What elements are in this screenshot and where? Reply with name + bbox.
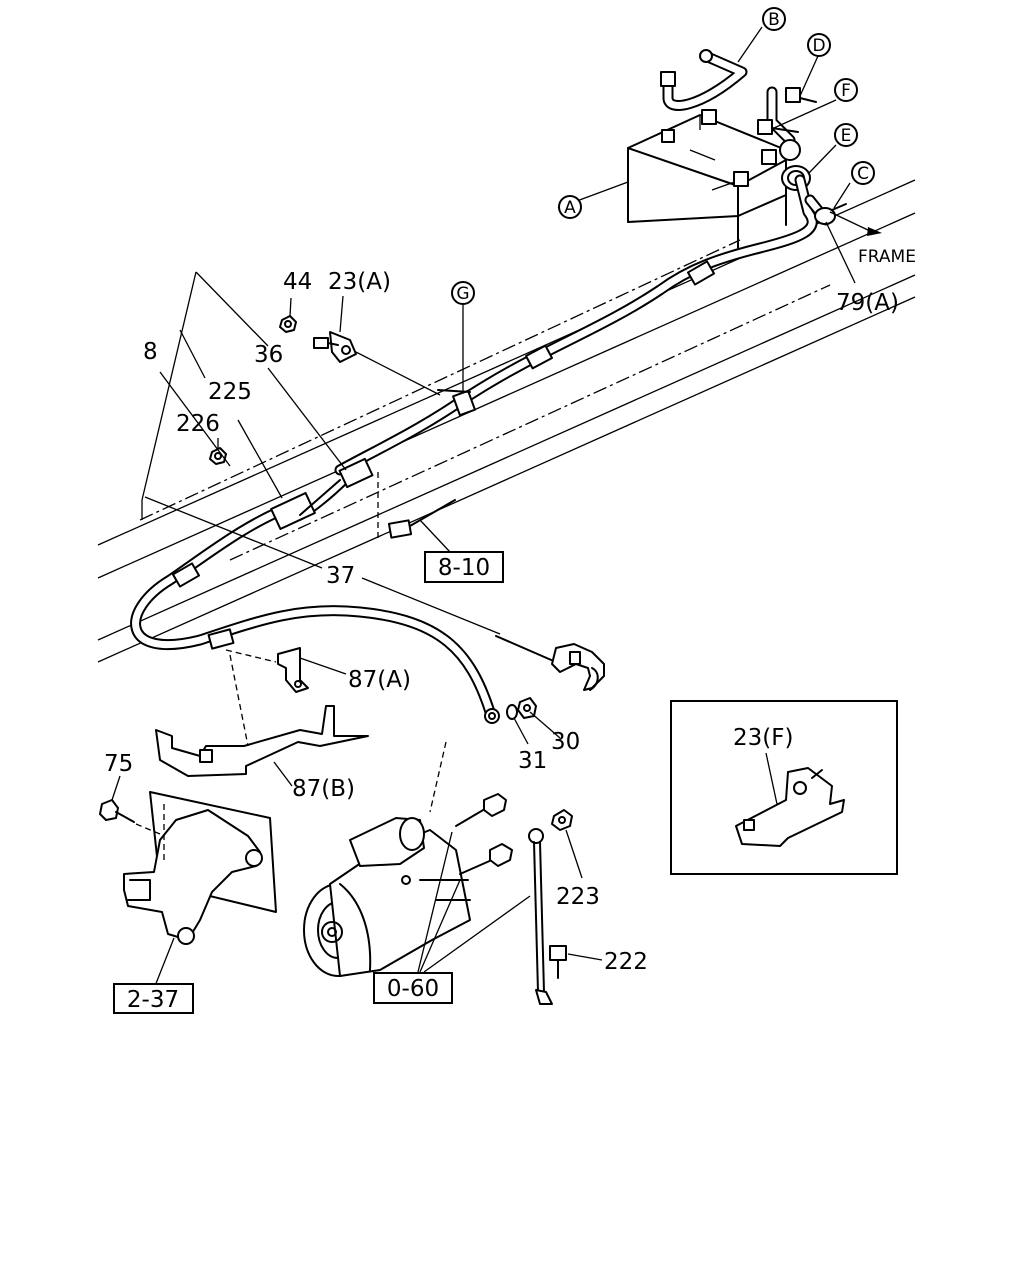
callout-e: E [834,123,858,147]
label-8: 8 [143,339,158,365]
ground-cable-222-223 [528,809,573,1005]
battery-link-cable-b [660,49,748,111]
bracket-2-37 [99,791,277,945]
battery-box [627,109,787,251]
starter-motor [303,741,513,977]
label-30: 30 [551,729,580,755]
label-87b: 87(B) [292,776,355,802]
reference-2-37-text: 2-37 [127,987,179,1013]
reference-0-60: 0-60 [373,972,453,1004]
callout-c-text: C [857,164,869,184]
ground-clip-37 [495,635,605,691]
label-23a: 23(A) [328,269,391,295]
label-226: 226 [176,411,220,437]
label-31: 31 [518,748,547,774]
label-79a: 79(A) [836,290,899,316]
bracket-87b [155,654,369,777]
harness-connectors [270,457,374,530]
label-44: 44 [283,269,312,295]
nut-226 [209,447,227,465]
label-37: 37 [326,563,355,589]
pinion-gear [321,921,343,943]
callout-c: C [851,161,875,185]
callout-g: G [451,281,475,305]
leader-lines [111,26,856,987]
label-223: 223 [556,884,600,910]
clip-g [437,389,476,417]
callout-f-text: F [841,81,851,101]
reference-0-60-text: 0-60 [387,976,439,1002]
bracket-23a [279,315,441,396]
main-battery-cable [130,174,818,724]
label-222: 222 [604,949,648,975]
inset-detail-23f: 23(F) [670,700,898,875]
callout-a-text: A [564,198,576,218]
callout-b: B [762,7,786,31]
reference-8-10: 8-10 [424,551,504,583]
frame-rails [97,179,916,663]
reference-8-10-text: 8-10 [438,555,490,581]
inset-label-23f: 23(F) [733,725,793,751]
label-75: 75 [104,751,133,777]
callout-e-text: E [841,126,852,146]
nut-30-washer-31 [506,697,537,720]
callout-d: D [807,33,831,57]
callout-b-text: B [768,10,780,30]
label-36: 36 [254,342,283,368]
callout-a: A [558,195,582,219]
label-87a: 87(A) [348,667,411,693]
bracket-87a [225,647,309,693]
frame-terminal [804,194,882,236]
frame-label: FRAME [858,247,916,267]
callout-f: F [834,78,858,102]
reference-2-37: 2-37 [113,983,194,1014]
callout-d-text: D [812,36,825,56]
label-225: 225 [208,379,252,405]
callout-g-text: G [456,284,469,304]
cable-tie-8-10 [377,472,456,542]
